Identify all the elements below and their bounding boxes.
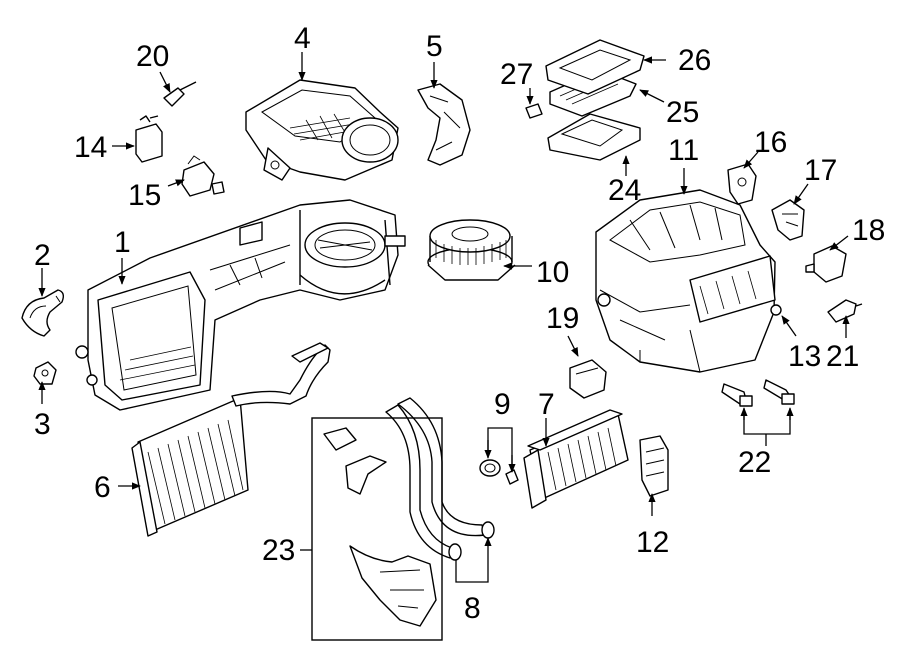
callout-8: 8 — [464, 592, 481, 625]
callout-15: 15 — [128, 179, 161, 212]
callout-21: 21 — [826, 340, 859, 373]
part-12-duct-bracket — [639, 435, 669, 497]
part-1-lower-housing — [75, 199, 406, 411]
callout-12: 12 — [636, 526, 669, 559]
callout-4: 4 — [294, 22, 311, 55]
callout-19: 19 — [546, 302, 579, 335]
callout-22: 22 — [738, 446, 771, 479]
callout-11: 11 — [668, 134, 699, 167]
callout-3: 3 — [34, 408, 51, 441]
callout-20: 20 — [136, 40, 169, 73]
callout-16: 16 — [754, 126, 787, 159]
part-19-module — [569, 359, 607, 399]
part-11-main-housing — [595, 189, 776, 373]
callout-24: 24 — [608, 174, 641, 207]
part-7-heater-core — [523, 409, 629, 509]
part-6-evaporator-core — [131, 342, 331, 537]
part-27-clip — [525, 103, 543, 119]
callout-2: 2 — [34, 239, 51, 272]
part-23-seal-kit — [311, 417, 443, 641]
callout-23: 23 — [262, 534, 295, 567]
part-18-connector — [805, 245, 847, 283]
part-5-bracket — [417, 83, 471, 166]
callout-18: 18 — [852, 214, 885, 247]
part-4-upper-case — [245, 79, 399, 181]
part-24-filter-housing — [547, 113, 641, 161]
callout-numbers: 1 2 3 4 5 6 7 8 9 10 11 12 13 14 15 16 1… — [34, 22, 885, 625]
leader-lines — [38, 52, 850, 583]
part-22-sensors — [721, 379, 795, 407]
part-10-blower-wheel — [427, 219, 516, 281]
callout-17: 17 — [804, 154, 837, 187]
part-9-clips — [479, 459, 519, 485]
callout-10: 10 — [536, 256, 569, 289]
part-13-plug — [770, 304, 782, 316]
callout-14: 14 — [74, 131, 107, 164]
part-14-actuator — [135, 115, 163, 163]
part-8-heater-tubes — [385, 397, 495, 561]
callout-6: 6 — [94, 471, 111, 504]
part-15-sensor — [181, 155, 225, 197]
callout-5: 5 — [426, 30, 443, 63]
callout-7: 7 — [538, 388, 555, 421]
callout-25: 25 — [666, 96, 699, 129]
part-21-sensor — [827, 299, 863, 323]
callout-27: 27 — [500, 58, 533, 91]
part-3-clip — [33, 361, 57, 385]
part-26-filter-cover — [545, 39, 645, 95]
callout-13: 13 — [788, 340, 821, 373]
callout-9: 9 — [494, 388, 511, 421]
callout-26: 26 — [678, 44, 711, 77]
part-2-hose-connector — [21, 289, 65, 337]
part-20-screw — [163, 81, 197, 107]
callout-1: 1 — [114, 226, 131, 259]
part-17-actuator — [771, 199, 805, 241]
part-16-actuator — [727, 163, 757, 205]
